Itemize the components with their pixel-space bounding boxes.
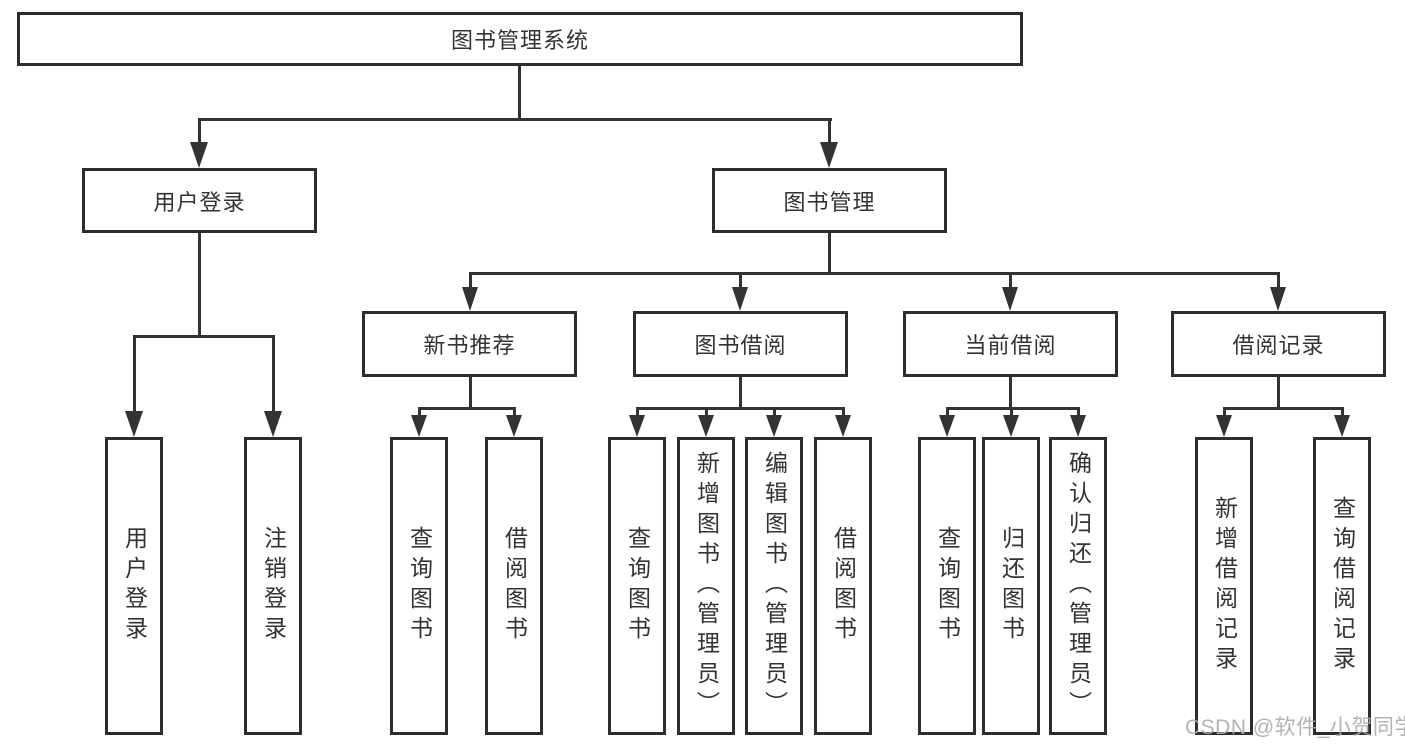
- leaf-add-borrow-record-label: 新增借阅记录: [1211, 496, 1238, 676]
- arrowhead-down-icon: [698, 415, 714, 437]
- connector-user-login-hline: [133, 335, 275, 338]
- leaf-add-borrow-record: 新增借阅记录: [1195, 437, 1253, 735]
- leaf-query-books-current-label: 查询图书: [934, 526, 961, 646]
- arrowhead-down-icon: [629, 415, 645, 437]
- connector-drop-book-management: [828, 118, 831, 145]
- connector-drop-leaf: [1341, 407, 1344, 417]
- node-root: 图书管理系统: [17, 12, 1023, 66]
- connector-drop-leaf: [1010, 407, 1013, 417]
- leaf-borrow-books-recommend: 借阅图书: [485, 437, 543, 735]
- connector-drop-leaf: [636, 407, 639, 417]
- connector-drop-level3: [1277, 272, 1280, 288]
- node-book-management-label: 图书管理: [783, 189, 876, 215]
- connector-drop-level3: [469, 272, 472, 288]
- leaf-logout: 注销登录: [244, 437, 302, 735]
- leaf-logout-label: 注销登录: [260, 526, 287, 646]
- leaf-borrow-books-label: 借阅图书: [830, 526, 857, 646]
- leaf-query-books-borrow-label: 查询图书: [624, 526, 651, 646]
- arrowhead-down-icon: [939, 415, 955, 437]
- node-borrowing-records: 借阅记录: [1171, 311, 1386, 377]
- connector-drop-leaf: [946, 407, 949, 417]
- arrowhead-down-icon: [766, 415, 782, 437]
- connector-level3-stub: [739, 377, 742, 407]
- watermark: CSDN @软件_小贺同学: [1185, 716, 1405, 739]
- leaf-query-books-borrow: 查询图书: [608, 437, 666, 735]
- arrowhead-down-icon: [835, 415, 851, 437]
- connector-level3-stub: [469, 377, 472, 407]
- arrowhead-down-icon: [1070, 415, 1086, 437]
- leaf-query-borrow-record: 查询借阅记录: [1313, 437, 1371, 735]
- arrowhead-down-icon: [411, 415, 427, 437]
- leaf-query-books-current: 查询图书: [918, 437, 976, 735]
- connector-fan-hline: [636, 407, 845, 410]
- connector-drop-leaf: [705, 407, 708, 417]
- leaf-query-books-recommend-label: 查询图书: [406, 526, 433, 646]
- leaf-user-login-label: 用户登录: [121, 526, 148, 646]
- leaf-edit-book-admin-label: 编辑图书（管理员）: [761, 451, 788, 721]
- connector-drop-leaf: [1223, 407, 1226, 417]
- connector-user-login-stub: [198, 233, 201, 335]
- connector-drop-leaf: [418, 407, 421, 417]
- leaf-add-book-admin: 新增图书（管理员）: [677, 437, 735, 735]
- arrowhead-down-icon: [1216, 415, 1232, 437]
- leaf-confirm-return-admin: 确认归还（管理员）: [1049, 437, 1107, 735]
- node-new-book-recommend: 新书推荐: [362, 311, 577, 377]
- node-user-login: 用户登录: [82, 168, 317, 233]
- arrowhead-down-icon: [1003, 415, 1019, 437]
- connector-level3-stub: [1277, 377, 1280, 407]
- arrowhead-down-icon: [1270, 287, 1286, 311]
- arrowhead-down-icon: [264, 411, 282, 437]
- leaf-confirm-return-admin-label: 确认归还（管理员）: [1065, 451, 1092, 721]
- connector-book-management-stub: [828, 233, 831, 272]
- connector-book-management-hline: [469, 272, 1280, 275]
- arrowhead-down-icon: [820, 142, 838, 168]
- arrowhead-down-icon: [1002, 287, 1018, 311]
- node-new-book-recommend-label: 新书推荐: [423, 333, 516, 358]
- arrowhead-down-icon: [190, 142, 208, 168]
- connector-drop-leaf: [773, 407, 776, 417]
- arrowhead-down-icon: [462, 287, 478, 311]
- node-current-borrowing: 当前借阅: [903, 311, 1118, 377]
- leaf-query-books-recommend: 查询图书: [390, 437, 448, 735]
- node-book-borrowing-label: 图书借阅: [694, 333, 787, 358]
- arrowhead-down-icon: [506, 415, 522, 437]
- leaf-edit-book-admin: 编辑图书（管理员）: [745, 437, 803, 735]
- node-root-label: 图书管理系统: [450, 28, 589, 53]
- connector-fan-hline: [1223, 407, 1344, 410]
- connector-drop-leaf: [842, 407, 845, 417]
- leaf-return-books-label: 归还图书: [998, 526, 1025, 646]
- connector-drop-leaf: [133, 335, 136, 414]
- node-user-login-label: 用户登录: [153, 189, 246, 215]
- leaf-user-login: 用户登录: [105, 437, 163, 735]
- connector-drop-level3: [1009, 272, 1012, 288]
- arrowhead-down-icon: [1334, 415, 1350, 437]
- connector-root-hline: [198, 118, 832, 121]
- connector-drop-level3: [739, 272, 742, 288]
- connector-level3-stub: [1009, 377, 1012, 407]
- connector-fan-hline: [418, 407, 516, 410]
- connector-drop-leaf: [1077, 407, 1080, 417]
- connector-drop-user-login: [198, 118, 201, 145]
- leaf-borrow-books-recommend-label: 借阅图书: [501, 526, 528, 646]
- leaf-return-books: 归还图书: [982, 437, 1040, 735]
- leaf-add-book-admin-label: 新增图书（管理员）: [693, 451, 720, 721]
- node-current-borrowing-label: 当前借阅: [964, 333, 1057, 358]
- arrowhead-down-icon: [125, 411, 143, 437]
- node-book-borrowing: 图书借阅: [633, 311, 848, 377]
- connector-drop-leaf: [272, 335, 275, 414]
- node-book-management: 图书管理: [712, 168, 947, 233]
- connector-drop-leaf: [513, 407, 516, 417]
- arrowhead-down-icon: [732, 287, 748, 311]
- connector-root-stub: [518, 66, 521, 118]
- connector-fan-hline: [946, 407, 1080, 410]
- leaf-query-borrow-record-label: 查询借阅记录: [1329, 496, 1356, 676]
- node-borrowing-records-label: 借阅记录: [1232, 333, 1325, 358]
- leaf-borrow-books: 借阅图书: [814, 437, 872, 735]
